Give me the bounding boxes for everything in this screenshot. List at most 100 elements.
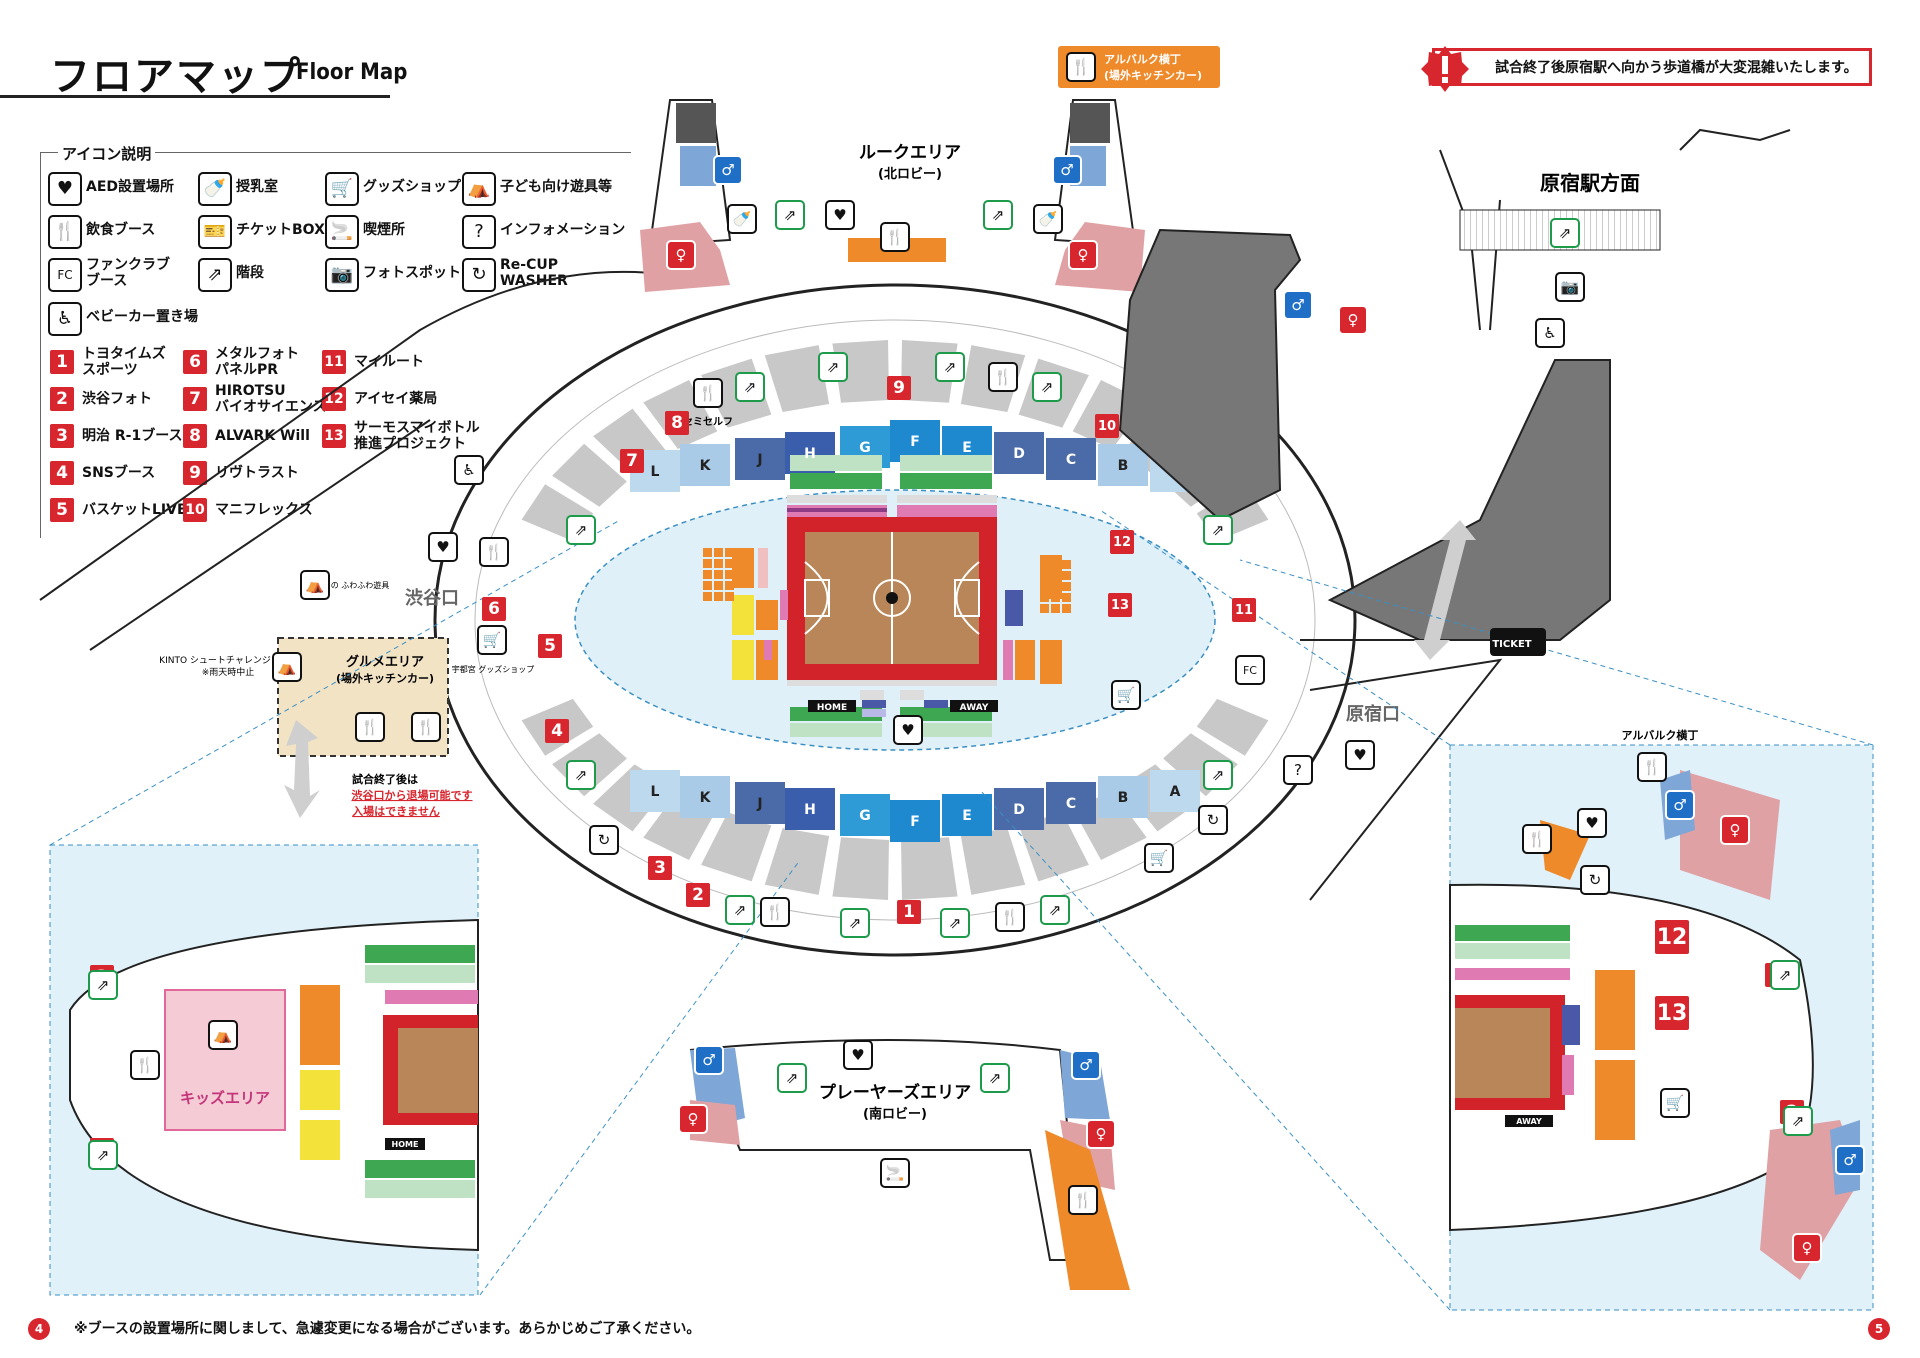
after-game-note-2: 渋谷口から退場可能です <box>352 788 473 802</box>
stairs-icon: ⇗ <box>1040 895 1070 925</box>
smoking-icon: 🚬 <box>880 1158 910 1188</box>
legend-icon-label: チケットBOX <box>236 222 325 238</box>
rook-playground-label: ルークの ふわふわ遊具 <box>307 580 390 590</box>
seat-section-letter: G <box>859 440 871 456</box>
bleacher-cell <box>1040 571 1049 580</box>
booth-number-7: 7 <box>183 387 207 411</box>
after-game-note-3: 入場はできません <box>352 804 440 818</box>
restroom-male-icon: ♂ <box>1071 1050 1101 1080</box>
legend-icon-label: 子ども向け遊具等 <box>500 179 612 195</box>
orange-bleachers-west <box>703 548 734 601</box>
restroom-female-icon: ♀ <box>1086 1119 1116 1149</box>
seat-section-K <box>680 444 730 486</box>
seat-section-letter: C <box>1066 796 1076 812</box>
goods-shop-icon: 🛒 <box>1144 843 1174 873</box>
recup-washer-icon: ↻ <box>589 825 619 855</box>
food-icon: 🍴 <box>760 897 790 927</box>
booth-number-8: 8 <box>183 424 207 448</box>
booth-number-4: 4 <box>50 461 74 485</box>
kinto-shoot-label: KINTO シュートチャレンジ <box>159 655 271 666</box>
booth-label: メタルフォト パネルPR <box>215 346 299 378</box>
legend-icon-label: ファンクラブ ブース <box>86 257 170 289</box>
restroom-female-icon: ♀ <box>1068 240 1098 270</box>
seat-section-E <box>942 794 992 836</box>
page-title-english: Floor Map <box>296 60 408 85</box>
booth-label: リヴトラスト <box>215 465 299 481</box>
booth-marker-6: 6 <box>482 597 506 621</box>
restroom-female-icon: ♀ <box>666 240 696 270</box>
booth-number-3: 3 <box>50 424 74 448</box>
harajuku-building-1 <box>1118 228 1302 522</box>
ticket-label: TICKET <box>1492 639 1531 650</box>
bleacher-cell <box>1051 604 1060 613</box>
after-game-note-1: 試合終了後は <box>352 772 418 786</box>
bleacher-cell <box>725 581 734 590</box>
crowd-arrow-harajuku <box>1414 520 1476 660</box>
goods-shop-icon: 🛒 <box>325 172 359 206</box>
stairs-icon: ⇗ <box>1032 372 1062 402</box>
seat-section-J <box>735 438 785 480</box>
booth-label: マイルート <box>354 354 424 370</box>
aed-icon: ♥ <box>48 172 82 206</box>
stairs-icon: ⇗ <box>1203 760 1233 790</box>
seat-section-B <box>1098 776 1148 818</box>
information-icon: ? <box>462 215 496 249</box>
booth-number-1: 1 <box>50 350 74 374</box>
bleacher-cell <box>725 592 734 601</box>
food-icon: 🍴 <box>48 215 82 249</box>
restroom-male-icon: ♂ <box>1835 1145 1865 1175</box>
food-icon: 🍴 <box>693 378 723 408</box>
south-area-label: プレーヤーズエリア <box>819 1082 971 1103</box>
restroom-male-icon: ♂ <box>1665 790 1695 820</box>
bleacher-cell <box>1051 571 1060 580</box>
recup-washer-icon: ↻ <box>1198 805 1228 835</box>
seat-section-letter: H <box>804 446 816 462</box>
shibuya-gate-label: 渋谷口 <box>405 587 459 609</box>
booth-label: トヨタイムズ スポーツ <box>82 346 166 378</box>
seat-section-C <box>1046 438 1096 480</box>
restroom-male-icon: ♂ <box>1283 290 1313 320</box>
stairs-icon: ⇗ <box>725 895 755 925</box>
outer-walkway-outline-2 <box>89 419 431 651</box>
booth-label: 渋谷フォト <box>82 391 152 407</box>
crowd-arrow-shibuya <box>284 720 320 818</box>
upper-seat-block <box>1196 698 1269 756</box>
stairs-icon: ⇗ <box>983 200 1013 230</box>
booth-marker-11: 11 <box>1232 598 1256 622</box>
seat-blocks-south <box>630 770 1200 842</box>
stroller-icon: ♿ <box>48 302 82 336</box>
home-label-zoom: HOME <box>392 1140 419 1149</box>
restroom-female-icon: ♀ <box>678 1104 708 1134</box>
seat-section-G <box>840 794 890 836</box>
aed-icon: ♥ <box>843 1040 873 1070</box>
bleacher-cell <box>703 581 712 590</box>
food-icon: 🍴 <box>1637 752 1667 782</box>
booth-number-13: 13 <box>322 424 346 448</box>
restroom-male-icon: ♂ <box>1052 155 1082 185</box>
bleacher-cell <box>714 592 723 601</box>
nursing-room-icon: 🍼 <box>1033 204 1063 234</box>
bleacher-cell <box>1040 582 1049 591</box>
kinto-note-label: ※雨天時中止 <box>202 666 255 678</box>
stairs-icon: ⇗ <box>1550 218 1580 248</box>
food-icon: 🍴 <box>988 362 1018 392</box>
bleacher-cell <box>1051 560 1060 569</box>
playground-icon: ⛺ <box>462 172 496 206</box>
booth-marker-9: 9 <box>887 376 911 400</box>
upper-seat-block <box>832 837 889 900</box>
stroller-icon: ♿ <box>1535 318 1565 348</box>
food-icon: 🍴 <box>411 712 441 742</box>
bleacher-cell <box>1062 571 1071 580</box>
basketball-court <box>787 517 997 680</box>
seat-section-letter: E <box>962 440 972 456</box>
stairs-icon: ⇗ <box>566 760 596 790</box>
legend-icon-label: ベビーカー置き場 <box>86 309 198 325</box>
nursing-room-icon: 🍼 <box>198 172 232 206</box>
food-icon: 🍴 <box>1522 824 1552 854</box>
seat-section-letter: D <box>1013 802 1025 818</box>
booth-number-10: 10 <box>183 498 207 522</box>
gourmet-area-sub: (場外キッチンカー) <box>336 671 434 685</box>
legend-icon-label: フォトスポット <box>363 265 461 281</box>
food-icon: 🍴 <box>355 712 385 742</box>
seat-section-letter: L <box>651 784 660 800</box>
